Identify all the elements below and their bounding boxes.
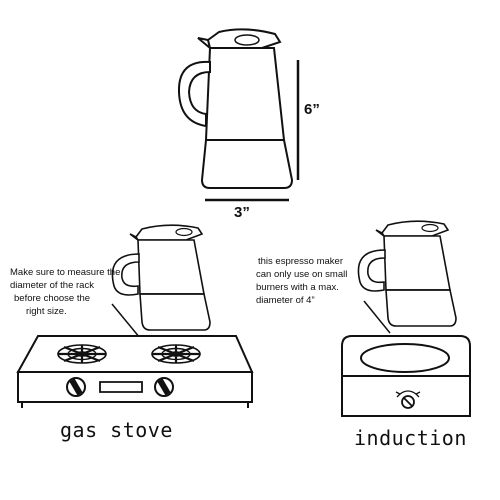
induction-note-line: diameter of 4” xyxy=(256,295,315,306)
induction-note: this espresso maker can only use on smal… xyxy=(256,255,347,307)
induction-note-line: can only use on small xyxy=(256,269,348,280)
right-burner xyxy=(152,345,200,363)
left-burner xyxy=(58,345,106,363)
gas-stove-note: Make sure to measure the diameter of the… xyxy=(10,266,120,318)
induction-note-line: burners with a max. xyxy=(256,282,339,293)
induction-note-pointer xyxy=(364,301,390,333)
gas-stove xyxy=(18,336,252,408)
induction-note-line: this espresso maker xyxy=(258,256,344,267)
gas-note-line: before choose the xyxy=(14,293,91,304)
induction-knob xyxy=(396,391,420,408)
induction-caption: induction xyxy=(354,426,467,450)
induction-cooker xyxy=(342,336,470,416)
width-label: 3” xyxy=(234,204,250,221)
main-espresso-maker xyxy=(179,29,292,188)
induction-plate xyxy=(361,344,449,372)
height-label: 6” xyxy=(304,101,320,118)
gas-note-pointer xyxy=(112,304,140,338)
left-knob xyxy=(67,378,85,396)
gas-stove-espresso-maker xyxy=(111,224,211,331)
gas-note-line: Make sure to measure the xyxy=(10,267,121,278)
gas-note-line: diameter of the rack xyxy=(10,280,94,291)
gas-note-line: right size. xyxy=(26,306,67,317)
right-knob xyxy=(155,378,173,396)
stove-display xyxy=(100,382,142,392)
gas-stove-caption: gas stove xyxy=(60,418,173,442)
induction-espresso-maker xyxy=(357,220,457,327)
